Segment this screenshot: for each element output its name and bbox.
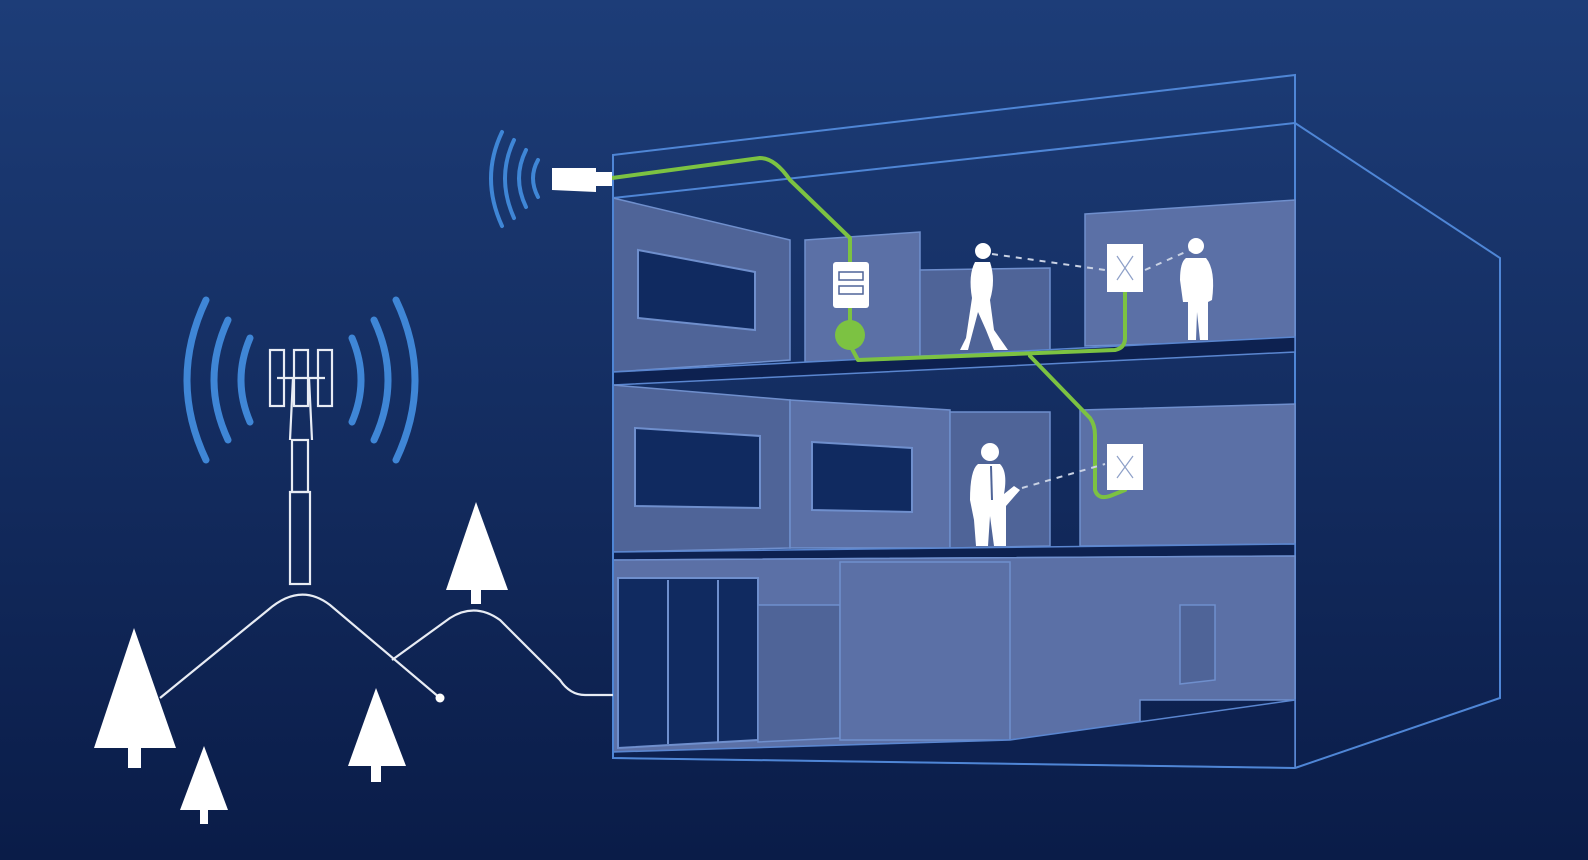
businessman-on-phone bbox=[970, 443, 1020, 546]
indoor-antenna-lower bbox=[1107, 444, 1143, 490]
upper-floor bbox=[612, 197, 1296, 386]
tower-mast bbox=[290, 438, 310, 494]
building-roof-outline bbox=[612, 73, 1296, 200]
antenna-marking bbox=[1116, 255, 1134, 281]
building-right-face bbox=[1294, 122, 1501, 769]
booster-panel bbox=[838, 285, 864, 295]
tree-trunk bbox=[128, 748, 141, 768]
signal-wave-icon bbox=[237, 334, 254, 426]
outdoor-antenna bbox=[489, 130, 612, 228]
hill-endpoint bbox=[435, 693, 445, 703]
ground-storefront bbox=[617, 577, 759, 750]
signal-wave-icon bbox=[370, 316, 392, 444]
businessman-body bbox=[970, 464, 1020, 546]
tree-trunk bbox=[471, 590, 481, 604]
indoor-antenna-upper bbox=[1107, 244, 1143, 292]
tree-icon bbox=[94, 628, 176, 768]
booster-unit bbox=[833, 262, 869, 308]
tree-canopy bbox=[180, 746, 228, 810]
hill-big bbox=[159, 593, 441, 699]
signal-wave-icon bbox=[503, 138, 516, 220]
tree-trunk bbox=[371, 766, 381, 782]
ground-center-block bbox=[839, 561, 1011, 741]
middle-floor bbox=[612, 384, 1296, 561]
booster-panel bbox=[838, 271, 864, 281]
signal-link-man bbox=[1144, 249, 1191, 271]
signal-wave-icon bbox=[210, 316, 232, 444]
building bbox=[612, 73, 1501, 769]
antenna-cable bbox=[610, 156, 852, 264]
tree-canopy bbox=[94, 628, 176, 748]
tree-canopy bbox=[348, 688, 406, 766]
man-body bbox=[1180, 258, 1214, 340]
signal-wave-icon bbox=[183, 296, 210, 464]
tower-mast bbox=[288, 490, 312, 586]
booster-icon bbox=[833, 262, 869, 308]
person-icon bbox=[1188, 238, 1204, 254]
signal-wave-icon bbox=[531, 158, 540, 199]
tree-icon bbox=[348, 688, 406, 782]
terrain bbox=[159, 593, 613, 703]
building-front-outline bbox=[612, 155, 1296, 769]
cable-splitter bbox=[835, 320, 865, 350]
tower-mount bbox=[277, 376, 325, 441]
person-icon bbox=[981, 443, 999, 461]
person-icon bbox=[975, 243, 991, 259]
tree-canopy bbox=[446, 502, 508, 590]
signal-wave-icon bbox=[392, 296, 419, 464]
tree-icon bbox=[446, 502, 508, 604]
middle-window-left bbox=[634, 426, 761, 510]
middle-window-right bbox=[811, 440, 913, 514]
antenna-icon bbox=[552, 168, 596, 192]
upper-distribution-cable bbox=[848, 290, 1127, 362]
signal-wave-icon bbox=[517, 148, 528, 209]
antenna-marking bbox=[1116, 455, 1134, 479]
businessman-tie bbox=[990, 465, 993, 501]
ground-entry-block bbox=[757, 604, 841, 743]
antenna-mount bbox=[596, 172, 612, 186]
cell-tower bbox=[183, 296, 419, 586]
signal-link-businessman bbox=[1021, 463, 1106, 489]
tree-icon bbox=[180, 746, 228, 824]
tree-trunk bbox=[200, 810, 208, 824]
lower-distribution-cable bbox=[1028, 354, 1127, 500]
ground-doorway bbox=[1179, 604, 1216, 685]
woman-on-phone bbox=[960, 243, 1008, 350]
woman-body bbox=[960, 262, 1008, 350]
tower-icon bbox=[268, 348, 334, 586]
upper-window bbox=[637, 248, 756, 332]
hill-small-and-ground-line bbox=[391, 609, 613, 697]
man-on-phone bbox=[1180, 238, 1214, 340]
signal-wave-icon bbox=[348, 334, 365, 426]
signal-wave-icon bbox=[489, 130, 504, 228]
ground-floor bbox=[612, 555, 1296, 769]
